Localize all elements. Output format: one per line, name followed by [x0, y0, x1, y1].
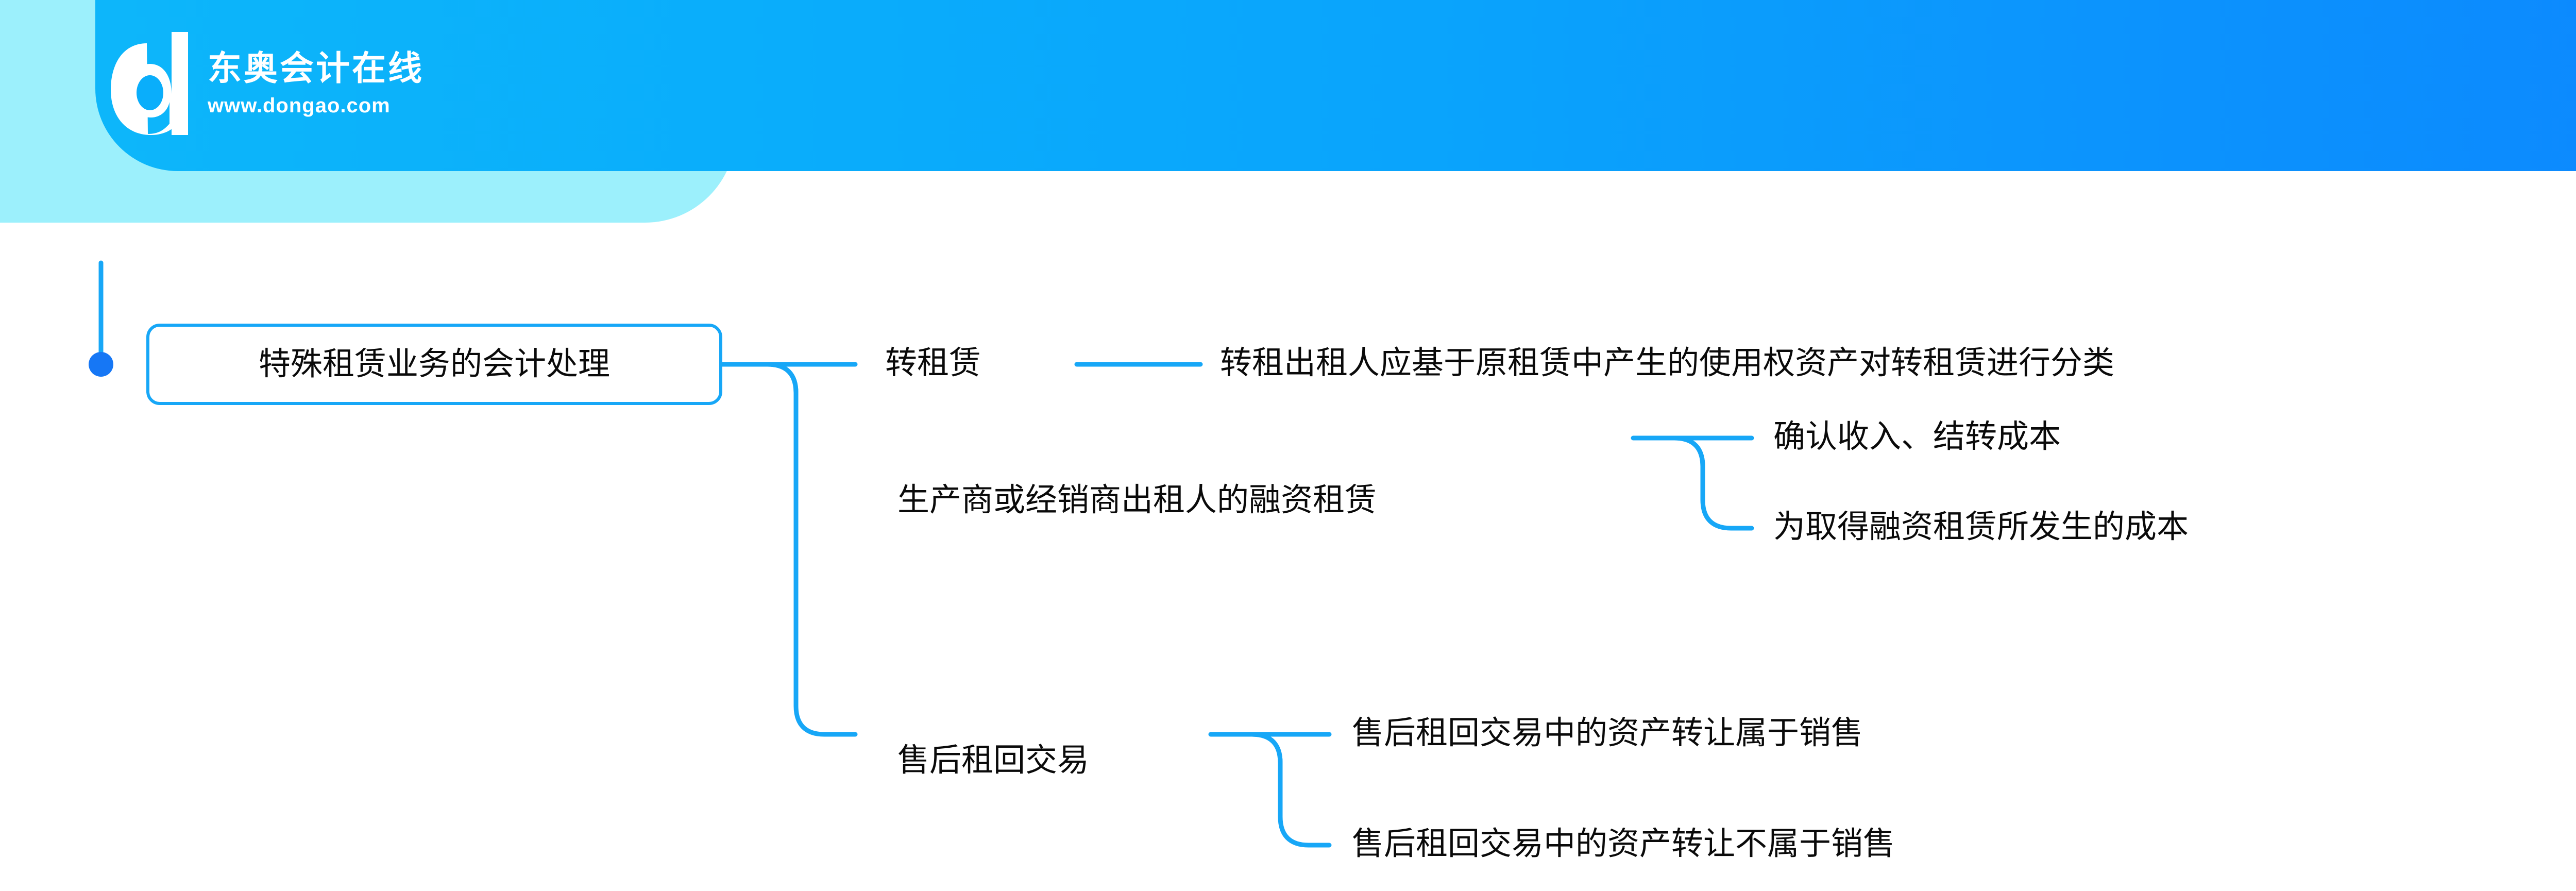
brand-name: 东奥会计在线	[208, 49, 424, 87]
branch-2-child-1-path	[1674, 435, 1754, 469]
mindmap-branch-2-child-1-label[interactable]: 确认收入、结转成本	[1773, 419, 2061, 455]
mindmap-branch-2-label[interactable]: 生产商或经销商出租人的融资租赁	[897, 482, 1377, 518]
branch-3-child-1-path	[1251, 732, 1332, 765]
mindmap-root-label: 特殊租赁业务的会计处理	[258, 346, 610, 382]
mindmap-branch-3-label[interactable]: 售后租回交易	[897, 743, 1090, 778]
brand-url: www.dongao.com	[208, 94, 391, 117]
root-bullet-dot-icon	[89, 352, 113, 377]
mindmap-connectors	[89, 260, 1754, 848]
branch-1-path	[767, 362, 858, 395]
brand-logo[interactable]: 东奥会计在线 www.dongao.com	[111, 32, 424, 135]
mindmap-branch-3-child-2-label[interactable]: 售后租回交易中的资产转让不属于销售	[1352, 826, 1895, 862]
mindmap-branch-3-child-1-label[interactable]: 售后租回交易中的资产转让属于销售	[1352, 715, 1863, 751]
dongao-d-logo-icon	[111, 32, 193, 135]
brand-text-block: 东奥会计在线 www.dongao.com	[208, 51, 424, 116]
branch-3-children-trunk	[1208, 732, 1332, 848]
mindmap-canvas: 特殊租赁业务的会计处理 转租赁 转租出租人应基于原租赁中产生的使用权资产对转租赁…	[0, 227, 2576, 891]
mindmap-branch-2-child-2-label[interactable]: 为取得融资租赁所发生的成本	[1773, 509, 2189, 545]
branch-2-children-trunk	[1631, 435, 1754, 531]
mindmap-branch-1-label[interactable]: 转租赁	[885, 345, 981, 381]
mindmap-root-node[interactable]: 特殊租赁业务的会计处理	[146, 324, 722, 405]
page-header: 东奥会计在线 www.dongao.com 中级	[0, 0, 2576, 227]
mindmap-branch-1-child-1-label[interactable]: 转租出租人应基于原租赁中产生的使用权资产对转租赁进行分类	[1220, 345, 2115, 381]
root-trunk-path	[720, 362, 858, 737]
header-bar	[95, 0, 2576, 171]
